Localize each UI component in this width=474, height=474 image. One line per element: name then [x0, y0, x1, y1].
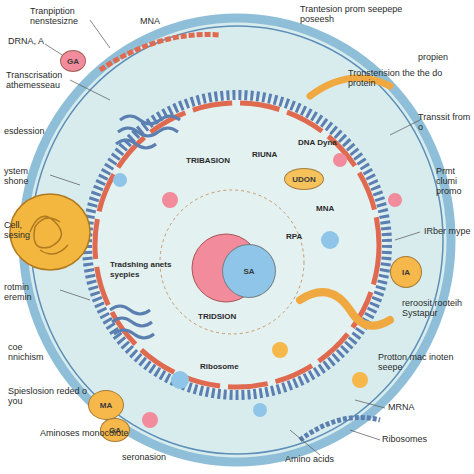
callout-label: Aminoses monocoiote	[40, 428, 140, 438]
callout-label: Tranpiption nenstesizne	[30, 6, 120, 26]
mrna-strand	[300, 418, 380, 441]
nucleolus-ring	[160, 190, 304, 334]
callout-label: Tronsterision the the do protein	[348, 68, 460, 88]
ribosome-dot	[388, 193, 402, 207]
callout-label: Tradshing anets syepies	[110, 260, 190, 280]
organelle-label: GA	[67, 57, 79, 66]
callout-label: TRIBASION	[186, 156, 256, 166]
leader-line	[60, 290, 90, 300]
callout-label: seronasion	[122, 452, 192, 462]
callout-label: RIUNA	[252, 150, 292, 160]
callout-label: DNA Dyna	[298, 138, 344, 148]
leader-line	[290, 430, 320, 455]
mrna-strand	[100, 34, 220, 70]
ribosome-dot	[321, 231, 339, 249]
ribosome-dot	[162, 192, 178, 208]
callout-label: Protton mac inoten seepe	[378, 352, 470, 372]
ribosome-dots	[113, 153, 402, 428]
membrane-line	[31, 26, 443, 454]
leader-line	[70, 80, 110, 100]
organelle-circle: UDON	[284, 168, 324, 190]
callout-label: TRIDSION	[198, 312, 258, 322]
ribosome-dot	[352, 372, 368, 388]
callout-label: rotmin eremin	[4, 282, 54, 302]
callout-label: RPA	[286, 232, 316, 242]
callout-label: propien	[418, 52, 474, 62]
organelle-label: UDON	[292, 175, 316, 184]
callout-label: Trantesion prom seepepe poseesh	[300, 4, 420, 24]
ribosome-dot	[272, 342, 288, 358]
callout-label: Cell, sesing	[4, 220, 49, 240]
leader-line	[390, 120, 420, 135]
callout-label: Amino acids	[285, 454, 355, 464]
leader-line	[395, 232, 420, 240]
callout-label: MNA	[316, 204, 356, 214]
callout-label: Ribosome	[200, 362, 260, 372]
er-folds	[116, 116, 180, 148]
ribosome-dot	[113, 173, 127, 187]
organelle-circle: IA	[390, 256, 422, 288]
callout-label: ystem shone	[4, 166, 54, 186]
leader-line	[90, 20, 110, 48]
ribosome-dot	[253, 403, 267, 417]
ribosome-dot	[142, 412, 158, 428]
organelle-label: MA	[100, 401, 112, 410]
ribosome-dot	[171, 371, 189, 389]
organelle-circle: SA	[222, 244, 276, 298]
callout-label: Transcrisation athemesseau	[6, 70, 96, 90]
callout-label: IRber mype	[424, 226, 472, 236]
organelle-circle: MA	[88, 390, 124, 420]
callout-label: Transsit from o	[418, 112, 474, 132]
callout-label: MRNA	[388, 402, 438, 412]
callout-label: coe nnichism	[8, 342, 58, 362]
callout-label: reroosit rooteih Systapur	[402, 298, 468, 318]
golgi-swirl	[30, 216, 68, 254]
callout-label: Spieslosion reded o you	[8, 386, 98, 406]
callout-label: DRNA, A	[8, 36, 68, 46]
leader-line	[350, 430, 380, 440]
leader-line	[355, 400, 385, 408]
protein-ribbon	[300, 292, 390, 326]
organelle-label: IA	[402, 268, 410, 277]
leader-line	[50, 175, 80, 185]
callout-label: Ribosomes	[382, 434, 452, 444]
nuclear-ring	[95, 103, 379, 387]
er-folds	[110, 306, 154, 338]
organelle-circle: GA	[60, 50, 86, 72]
nuclear-envelope	[87, 95, 387, 395]
callout-label: esdession	[4, 126, 64, 136]
organelle-label: SA	[243, 267, 254, 276]
callout-label: Prmt clumi promo	[436, 166, 474, 196]
ribosome-dot	[333, 153, 347, 167]
callout-label: MNA	[140, 16, 180, 26]
